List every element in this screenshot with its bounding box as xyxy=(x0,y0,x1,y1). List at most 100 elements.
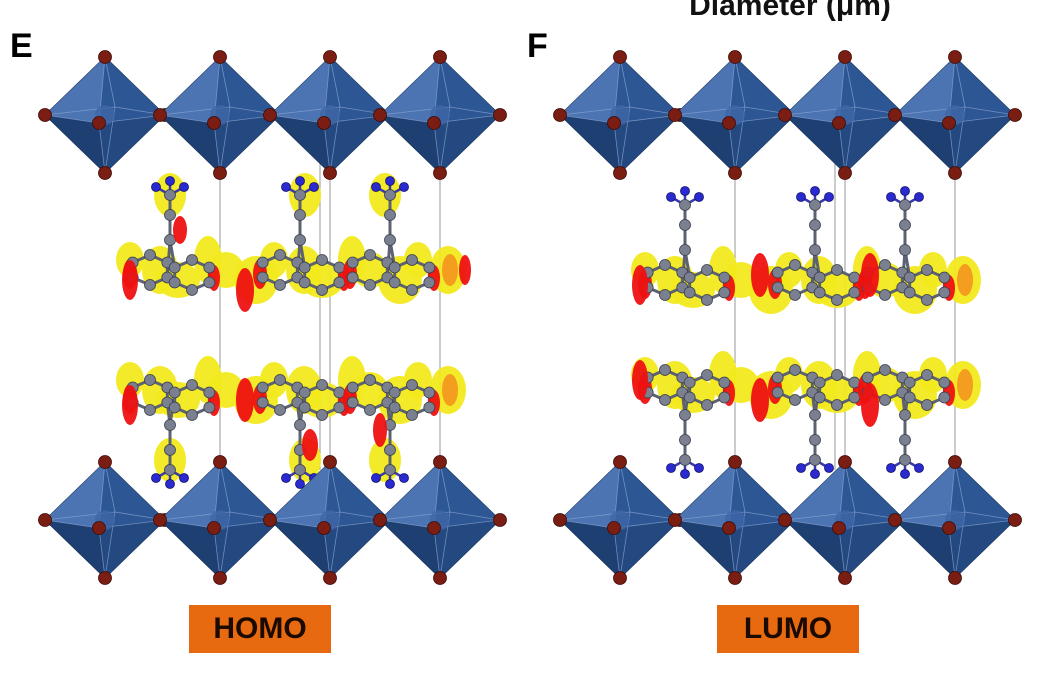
halide-atom xyxy=(948,50,962,64)
panel-letter-e: E xyxy=(10,27,33,65)
carbon-atom xyxy=(899,434,911,446)
orbital-lobe-icon xyxy=(957,264,973,296)
halide-atom xyxy=(493,108,507,122)
octahedron-icon xyxy=(778,50,912,180)
carbon-atom xyxy=(333,276,346,289)
carbon-atom xyxy=(701,369,713,381)
carbon-atom xyxy=(903,391,916,404)
carbon-atom xyxy=(164,419,176,431)
nitrogen-atom xyxy=(165,176,175,186)
carbon-atom xyxy=(406,254,418,266)
carbon-atom xyxy=(384,189,396,201)
carbon-atom xyxy=(899,199,911,211)
halide-atom xyxy=(668,108,682,122)
carbon-atom xyxy=(333,401,346,414)
carbon-atom xyxy=(294,189,306,201)
halide-atom xyxy=(728,50,742,64)
organic-cation-icon xyxy=(343,374,440,489)
halide-atom xyxy=(613,571,627,585)
carbon-atom xyxy=(879,289,891,301)
nitrogen-atom xyxy=(694,192,704,202)
carbon-atom xyxy=(384,464,396,476)
halide-atom xyxy=(778,108,792,122)
carbon-atom xyxy=(679,409,691,421)
orbital-lobe-icon xyxy=(373,413,387,447)
halide-atom xyxy=(948,571,962,585)
carbon-atom xyxy=(659,394,671,406)
orbital-lobe-icon xyxy=(122,260,138,300)
octahedron-icon xyxy=(553,50,687,180)
halide-atom xyxy=(433,50,447,64)
carbon-atom xyxy=(274,279,286,291)
halide-atom xyxy=(263,108,277,122)
halide-atom xyxy=(838,166,852,180)
carbon-atom xyxy=(256,381,269,394)
carbon-atom xyxy=(789,364,801,376)
carbon-atom xyxy=(186,379,198,391)
halide-atom xyxy=(38,513,52,527)
orbital-lobe-icon xyxy=(861,253,879,297)
octahedron-icon xyxy=(38,455,172,585)
orbital-lobe-icon xyxy=(632,265,648,305)
halide-atom xyxy=(213,166,227,180)
halide-atom xyxy=(317,521,331,535)
nitrogen-atom xyxy=(151,182,161,192)
halide-atom xyxy=(323,166,337,180)
nitrogen-atom xyxy=(371,473,381,483)
halide-atom xyxy=(778,513,792,527)
carbon-atom xyxy=(921,399,933,411)
nitrogen-atom xyxy=(810,469,820,479)
nitrogen-atom xyxy=(385,176,395,186)
carbon-atom xyxy=(831,264,843,276)
halide-atom xyxy=(323,50,337,64)
carbon-atom xyxy=(701,294,713,306)
carbon-atom xyxy=(144,249,156,261)
carbon-atom xyxy=(144,404,156,416)
carbon-atom xyxy=(346,396,359,409)
organic-layer xyxy=(638,186,955,479)
top-octahedral-layer xyxy=(38,50,507,180)
carbon-atom xyxy=(406,379,418,391)
carbon-atom xyxy=(813,391,826,404)
carbon-atom xyxy=(679,454,691,466)
carbon-atom xyxy=(164,464,176,476)
carbon-atom xyxy=(809,219,821,231)
lumo-label: LUMO xyxy=(717,605,859,653)
nitrogen-atom xyxy=(281,473,291,483)
carbon-atom xyxy=(831,369,843,381)
nitrogen-atom xyxy=(371,182,381,192)
carbon-atom xyxy=(423,276,436,289)
carbon-atom xyxy=(388,401,401,414)
top-octahedral-layer xyxy=(553,50,1022,180)
bottom-octahedral-layer xyxy=(553,455,1022,585)
orbital-lobe-icon xyxy=(815,377,859,413)
nitrogen-atom xyxy=(680,186,690,196)
carbon-atom xyxy=(384,234,396,246)
carbon-atom xyxy=(718,286,731,299)
halide-atom xyxy=(213,455,227,469)
carbon-atom xyxy=(938,391,951,404)
carbon-atom xyxy=(294,464,306,476)
octahedron-icon xyxy=(888,455,1022,585)
halide-atom xyxy=(427,521,441,535)
carbon-atom xyxy=(809,244,821,256)
carbon-atom xyxy=(256,396,269,409)
nitrogen-atom xyxy=(666,192,676,202)
orbital-lobe-icon xyxy=(302,429,318,461)
octahedron-icon xyxy=(373,455,507,585)
nitrogen-atom xyxy=(900,186,910,196)
carbon-atom xyxy=(274,374,286,386)
carbon-atom xyxy=(921,294,933,306)
halide-atom xyxy=(613,166,627,180)
orbital-lobe-icon xyxy=(442,254,458,286)
carbon-atom xyxy=(679,199,691,211)
orbital-lobe-icon xyxy=(815,272,859,308)
carbon-atom xyxy=(831,294,843,306)
halide-atom xyxy=(613,455,627,469)
carbon-atom xyxy=(168,261,181,274)
nitrogen-atom xyxy=(886,463,896,473)
halide-atom xyxy=(607,521,621,535)
organic-cation-icon xyxy=(768,364,865,479)
halide-atom xyxy=(728,571,742,585)
carbon-atom xyxy=(679,434,691,446)
